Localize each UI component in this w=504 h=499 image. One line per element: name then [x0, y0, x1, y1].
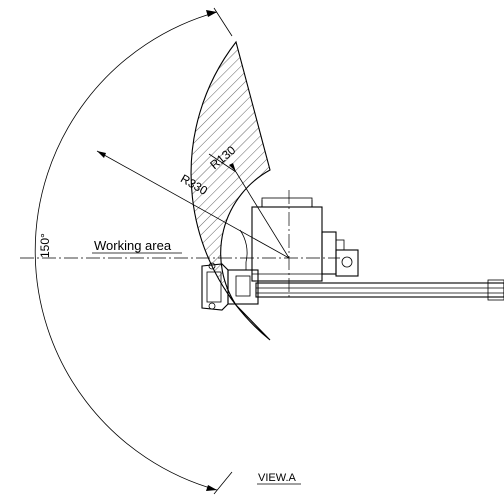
mounting-bracket: [201, 263, 229, 311]
mounting-bracket-inner: [206, 271, 222, 303]
base-plate-inner: [235, 275, 251, 297]
rail-end-block: [487, 279, 504, 301]
bracket-bolt-top: [208, 262, 216, 270]
r130-dimension-line: [235, 171, 290, 259]
angle-dimension-arc: [34, 11, 218, 491]
motor-circle: [341, 256, 353, 268]
r330-dimension-line: [96, 150, 290, 259]
motor-small: [335, 239, 345, 251]
bracket-bolt-bottom: [208, 302, 216, 310]
motor-cap: [335, 249, 359, 277]
r130-arrow: [229, 163, 236, 172]
working-area-region: [190, 40, 271, 341]
angle-extension-bottom: [213, 471, 233, 495]
working-area-label: Working area: [94, 238, 172, 253]
angle-label: 150°: [38, 233, 52, 258]
robot-body: [251, 206, 323, 282]
view-label: VIEW.A: [258, 472, 297, 484]
r130-leader: [208, 153, 237, 173]
angle-extension-top: [213, 7, 233, 37]
angle-arrow-bottom: [206, 485, 217, 491]
linear-rail: [255, 282, 504, 298]
angle-arrow-top: [206, 10, 217, 17]
rotation-arc: [239, 229, 248, 263]
r330-arrow: [97, 151, 106, 158]
robot-body-top: [261, 197, 313, 208]
motor-block: [321, 231, 337, 275]
